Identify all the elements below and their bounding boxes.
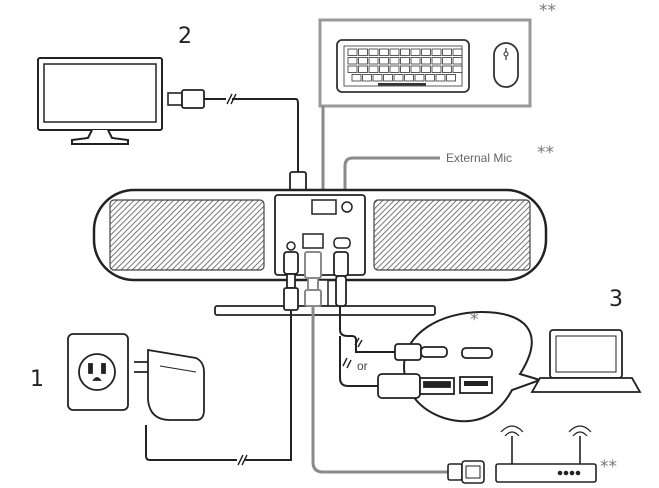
keyboard-key bbox=[431, 48, 442, 56]
or-label: or bbox=[357, 359, 368, 373]
usb-c-plug-icon bbox=[333, 251, 349, 307]
external-mic-label: External Mic bbox=[446, 151, 512, 165]
connector-choice-mark: * bbox=[470, 310, 479, 330]
keyboard-key bbox=[410, 57, 421, 65]
keyboard-spacebar bbox=[378, 83, 426, 86]
ethernet-port bbox=[302, 233, 324, 249]
step-2-number: 2 bbox=[178, 24, 192, 49]
usb-a-plug-icon bbox=[377, 373, 455, 399]
usb-computer-cable bbox=[339, 306, 395, 387]
usb-c-plug-icon bbox=[394, 343, 448, 361]
keyboard-key bbox=[400, 48, 410, 56]
external-mic-cable bbox=[343, 156, 440, 196]
audio-jack bbox=[341, 201, 353, 213]
keyboard-key bbox=[452, 48, 463, 56]
speaker-grille-right bbox=[373, 199, 531, 271]
hdmi-plug-icon bbox=[167, 92, 183, 106]
mouse-icon bbox=[493, 42, 519, 88]
usb-c-port bbox=[333, 237, 351, 249]
dc-power-plug bbox=[283, 251, 299, 311]
ethernet-plug-router bbox=[447, 460, 485, 484]
keyboard-key bbox=[404, 74, 414, 82]
device-stand bbox=[214, 305, 436, 316]
keyboard-key bbox=[347, 57, 358, 65]
keyboard-key bbox=[379, 57, 389, 65]
ethernet-plug-icon bbox=[304, 251, 322, 307]
keyboard-key bbox=[421, 57, 431, 65]
keyboard-key bbox=[435, 74, 446, 82]
cable-break-mark bbox=[237, 454, 248, 466]
keyboard-key bbox=[372, 74, 383, 82]
keyboard-key bbox=[379, 65, 389, 73]
keyboard-key bbox=[389, 65, 400, 73]
keyboard-key bbox=[400, 65, 410, 73]
keyboard-key bbox=[414, 74, 425, 82]
keyboard-key bbox=[368, 57, 379, 65]
keyboard-key bbox=[368, 48, 379, 56]
keyboard-key bbox=[351, 74, 362, 82]
keyboard-key bbox=[452, 65, 463, 73]
usb-c-port-computer bbox=[461, 347, 493, 359]
keyboard-key bbox=[421, 65, 431, 73]
keyboard-key bbox=[362, 74, 372, 82]
keyboard-key bbox=[358, 48, 368, 56]
keyboard-key bbox=[389, 48, 400, 56]
keyboard-key bbox=[368, 65, 379, 73]
optional-mark-keyboard: ** bbox=[539, 1, 556, 21]
soundbar-device bbox=[92, 188, 548, 316]
optional-mark-router: ** bbox=[600, 457, 617, 477]
keyboard-key bbox=[425, 74, 435, 82]
keyboard-key bbox=[421, 48, 431, 56]
dc-in-port bbox=[286, 241, 296, 251]
keyboard-key bbox=[410, 65, 421, 73]
power-cable bbox=[145, 310, 292, 461]
power-outlet-icon bbox=[67, 333, 129, 411]
monitor-icon bbox=[37, 57, 163, 145]
keyboard-key bbox=[379, 48, 389, 56]
keyboard-key bbox=[400, 57, 410, 65]
step-1-number: 1 bbox=[30, 367, 44, 392]
keyboard-key bbox=[442, 48, 452, 56]
usb-a-port bbox=[311, 199, 337, 215]
keyboard-key bbox=[347, 48, 358, 56]
router-icon bbox=[495, 425, 597, 483]
step-3-number: 3 bbox=[609, 287, 623, 312]
power-adapter-icon bbox=[134, 348, 205, 421]
laptop-icon bbox=[530, 329, 642, 393]
keyboard-key bbox=[358, 65, 368, 73]
keyboard-keys bbox=[347, 48, 463, 86]
optional-mark-mic: ** bbox=[537, 143, 554, 163]
keyboard-key bbox=[442, 65, 452, 73]
keyboard-key bbox=[347, 65, 358, 73]
ethernet-cable bbox=[311, 306, 448, 474]
keyboard-key bbox=[442, 57, 452, 65]
keyboard-key bbox=[358, 57, 368, 65]
keyboard-key bbox=[431, 65, 442, 73]
keyboard-key bbox=[410, 48, 421, 56]
keyboard-key bbox=[389, 57, 400, 65]
speaker-grille-left bbox=[109, 199, 265, 271]
keyboard-key bbox=[446, 74, 456, 82]
keyboard-key bbox=[431, 57, 442, 65]
keyboard-key bbox=[393, 74, 404, 82]
keyboard-key bbox=[452, 57, 463, 65]
keyboard-key bbox=[383, 74, 393, 82]
